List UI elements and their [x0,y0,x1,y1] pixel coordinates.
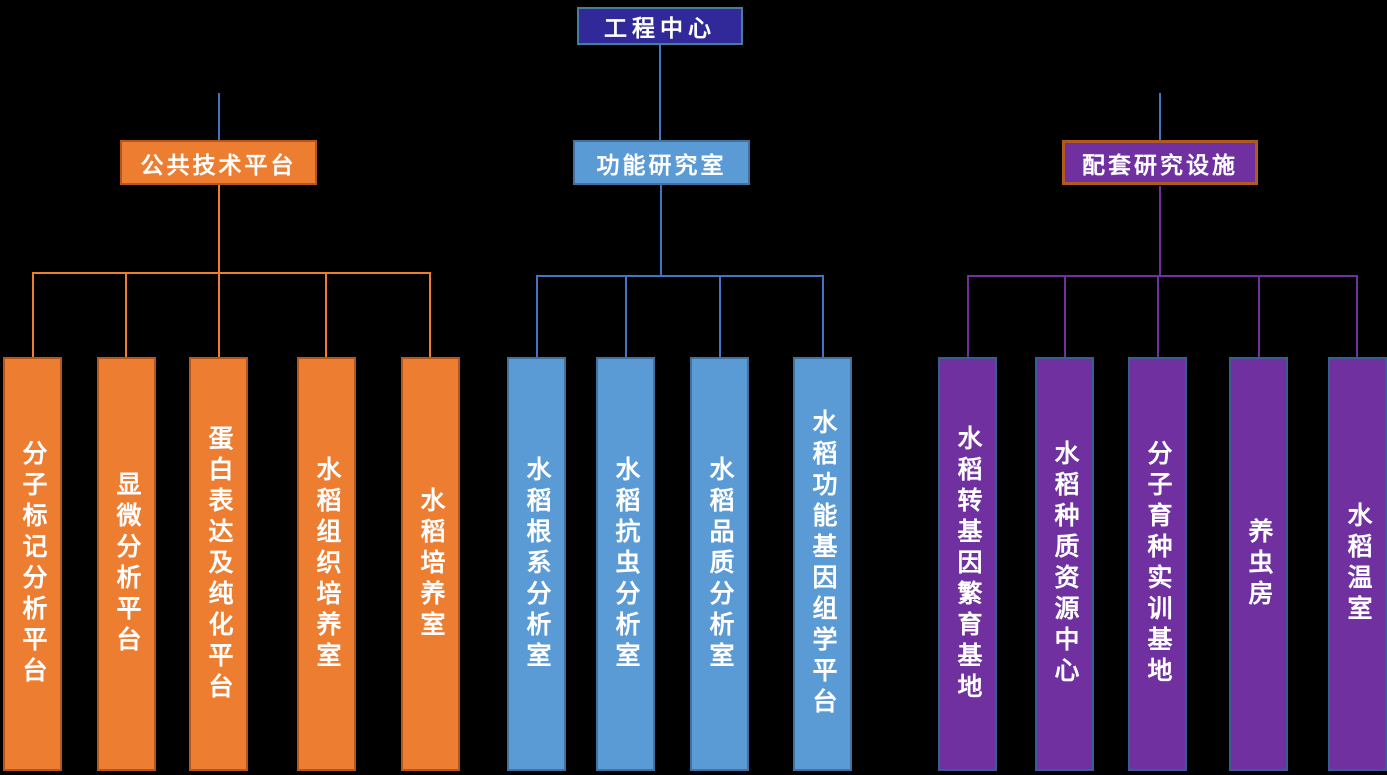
connector-line [719,275,721,357]
connector-line [325,272,327,357]
node-label: 水稻抗虫分析室 [612,455,639,673]
node-label: 水稻功能基因组学平台 [809,409,836,719]
node-label: 水稻培养室 [417,486,444,642]
connector-line [125,272,127,357]
node-molecular-marker-platform: 分子标记分析平台 [3,357,62,771]
node-rice-greenhouse: 水稻温室 [1328,357,1387,771]
node-rice-quality-analysis-room: 水稻品质分析室 [690,357,749,771]
connector-root-to-left-branch [218,93,220,140]
connector-line [625,275,627,357]
connector-line [1159,186,1161,275]
connector-line [1064,275,1066,357]
node-label: 蛋白表达及纯化平台 [205,424,232,704]
connector-line [1356,275,1358,357]
connector-line [429,272,431,357]
connector-line [660,185,662,275]
node-label: 水稻温室 [1344,502,1371,626]
node-protein-expression-platform: 蛋白表达及纯化平台 [189,357,248,771]
node-microscopy-platform: 显微分析平台 [97,357,156,771]
node-label: 水稻品质分析室 [706,455,733,673]
node-rice-root-analysis-room: 水稻根系分析室 [507,357,566,771]
connector-line [822,275,824,357]
connector-line [967,275,1358,277]
node-rice-tissue-culture-room: 水稻组织培养室 [297,357,356,771]
node-functional-research-rooms: 功能研究室 [573,140,750,185]
connector-line [967,275,969,357]
node-engineering-center: 工程中心 [577,7,743,45]
connector-line [536,275,538,357]
connector-line [1157,275,1159,357]
node-label: 分子育种实训基地 [1144,440,1171,688]
connector-line [32,272,34,357]
connector-root-to-right-branch [1159,93,1161,140]
connector-line [218,185,220,272]
node-rice-culture-room: 水稻培养室 [401,357,460,771]
node-label: 显微分析平台 [113,471,140,657]
node-supporting-facilities: 配套研究设施 [1062,140,1258,185]
node-label: 水稻根系分析室 [523,455,550,673]
node-rice-functional-genomics-platform: 水稻功能基因组学平台 [793,357,852,771]
node-rice-insect-resistance-room: 水稻抗虫分析室 [596,357,655,771]
node-molecular-breeding-training-base: 分子育种实训基地 [1128,357,1187,771]
connector-line [536,275,823,277]
node-rice-germplasm-center: 水稻种质资源中心 [1035,357,1094,771]
node-label: 分子标记分析平台 [19,440,46,688]
node-public-tech-platform: 公共技术平台 [120,140,317,185]
connector-line [32,272,431,274]
node-label: 水稻种质资源中心 [1051,440,1078,688]
connector-line [218,272,220,357]
node-label: 养虫房 [1245,517,1272,611]
node-label: 水稻转基因繁育基地 [954,424,981,704]
connector-root-to-mid-branch [659,45,661,140]
connector-line [1258,275,1260,357]
node-rice-transgenic-breeding-base: 水稻转基因繁育基地 [938,357,997,771]
node-label: 水稻组织培养室 [313,455,340,673]
node-insect-rearing-room: 养虫房 [1229,357,1288,771]
